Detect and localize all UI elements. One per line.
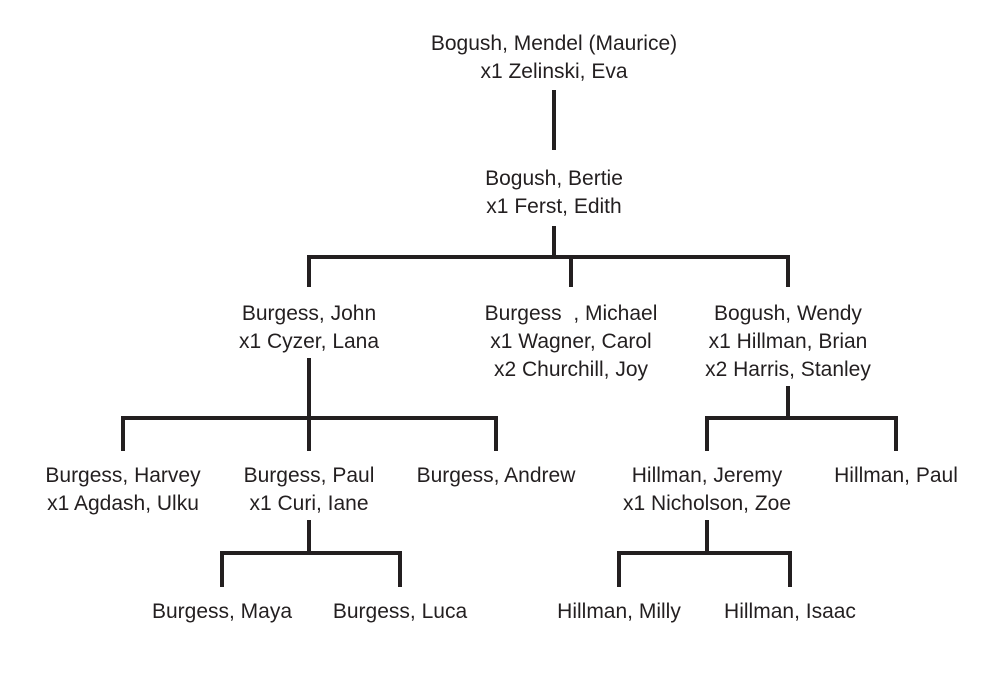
person-name: Hillman, Milly <box>557 600 681 623</box>
person-mendel-bogush: Bogush, Mendel (Maurice) x1 Zelinski, Ev… <box>431 30 677 86</box>
person-name: Bogush, Mendel (Maurice) <box>430 32 678 55</box>
spouse-1: x1 Hillman, Brian <box>708 330 868 353</box>
person-bertie-bogush: Bogush, Bertie x1 Ferst, Edith <box>485 165 623 221</box>
person-name: Burgess, Maya <box>151 600 293 623</box>
person-luca-burgess: Burgess, Luca <box>333 598 467 626</box>
spouse-1: x1 Zelinski, Eva <box>480 60 628 83</box>
person-name: Hillman, Isaac <box>724 600 856 623</box>
person-name: Bogush, Wendy <box>714 302 862 325</box>
person-isaac-hillman: Hillman, Isaac <box>724 598 856 626</box>
person-name: Burgess , Michael <box>484 302 658 325</box>
person-paul-burgess: Burgess, Paul x1 Curi, Iane <box>244 462 375 518</box>
person-jeremy-hillman: Hillman, Jeremy x1 Nicholson, Zoe <box>623 462 791 518</box>
person-name: Burgess, Paul <box>243 464 375 487</box>
spouse-1: x1 Ferst, Edith <box>486 195 622 218</box>
person-michael-burgess: Burgess , Michael x1 Wagner, Carol x2 Ch… <box>485 300 658 384</box>
spouse-1: x1 Agdash, Ulku <box>47 492 199 515</box>
spouse-2: x2 Harris, Stanley <box>705 358 871 381</box>
person-name: Hillman, Paul <box>834 464 958 487</box>
person-andrew-burgess: Burgess, Andrew <box>417 462 576 490</box>
person-name: Burgess, Luca <box>332 600 468 623</box>
person-wendy-bogush: Bogush, Wendy x1 Hillman, Brian x2 Harri… <box>705 300 871 384</box>
person-name: Burgess, John <box>241 302 377 325</box>
person-john-burgess: Burgess, John x1 Cyzer, Lana <box>239 300 379 356</box>
person-harvey-burgess: Burgess, Harvey x1 Agdash, Ulku <box>45 462 200 518</box>
spouse-2: x2 Churchill, Joy <box>493 358 649 381</box>
person-milly-hillman: Hillman, Milly <box>557 598 681 626</box>
spouse-1: x1 Wagner, Carol <box>490 330 652 353</box>
person-name: Burgess, Andrew <box>416 464 576 487</box>
spouse-1: x1 Cyzer, Lana <box>238 330 380 353</box>
person-maya-burgess: Burgess, Maya <box>152 598 292 626</box>
person-paul-hillman: Hillman, Paul <box>834 462 958 490</box>
person-name: Hillman, Jeremy <box>631 464 783 487</box>
spouse-1: x1 Curi, Iane <box>249 492 369 515</box>
spouse-1: x1 Nicholson, Zoe <box>622 492 792 515</box>
person-name: Burgess, Harvey <box>45 464 201 487</box>
person-name: Bogush, Bertie <box>485 167 623 190</box>
